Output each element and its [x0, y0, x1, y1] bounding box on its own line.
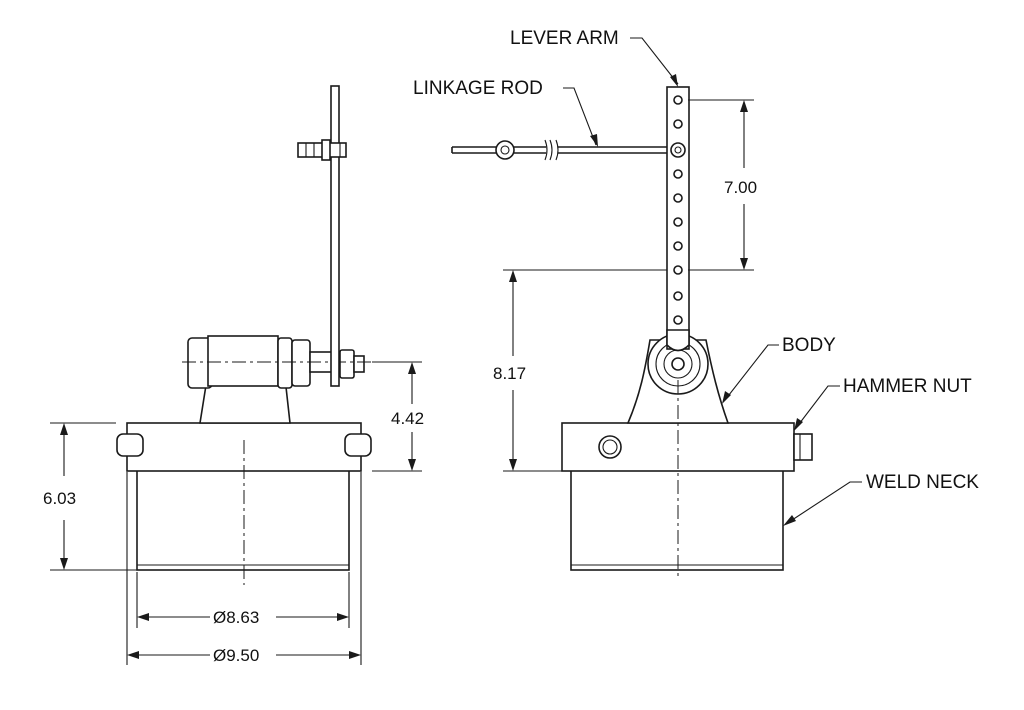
- front-view: 7.00 8.17: [451, 86, 813, 580]
- front-linkage-rod: [451, 139, 686, 161]
- side-pin-left: [116, 433, 144, 457]
- side-pin-right: [344, 433, 372, 457]
- callout-hammer-nut: HAMMER NUT: [843, 376, 972, 397]
- callout-body: BODY: [782, 335, 836, 356]
- callouts: LEVER ARM LINKAGE ROD BODY HAMMER NUT WE…: [413, 28, 979, 526]
- callout-linkage-rod: LINKAGE ROD: [413, 78, 543, 99]
- dim-inner-diameter: Ø8.63: [213, 608, 259, 627]
- side-end-nut: [339, 349, 355, 379]
- side-view: 6.03 4.42 Ø8.63 Ø9.50: [43, 85, 424, 665]
- callout-weld-neck: WELD NECK: [866, 472, 979, 493]
- dim-outer-diameter: Ø9.50: [213, 646, 259, 665]
- front-pin: [598, 435, 622, 459]
- side-lever-arm: [330, 85, 340, 387]
- callout-lever-arm: LEVER ARM: [510, 28, 619, 49]
- dim-hole-height: 8.17: [493, 364, 526, 383]
- side-weld-neck: [136, 469, 350, 571]
- front-weld-neck: [570, 469, 784, 571]
- side-hex-nut-right-a: [277, 337, 293, 389]
- front-hammer-nut: [793, 433, 813, 461]
- dim-hole-spacing: 7.00: [724, 178, 757, 197]
- dim-shaft-height: 4.42: [391, 409, 424, 428]
- side-hex-nut-right-b: [291, 339, 311, 387]
- dim-overall-height: 6.03: [43, 489, 76, 508]
